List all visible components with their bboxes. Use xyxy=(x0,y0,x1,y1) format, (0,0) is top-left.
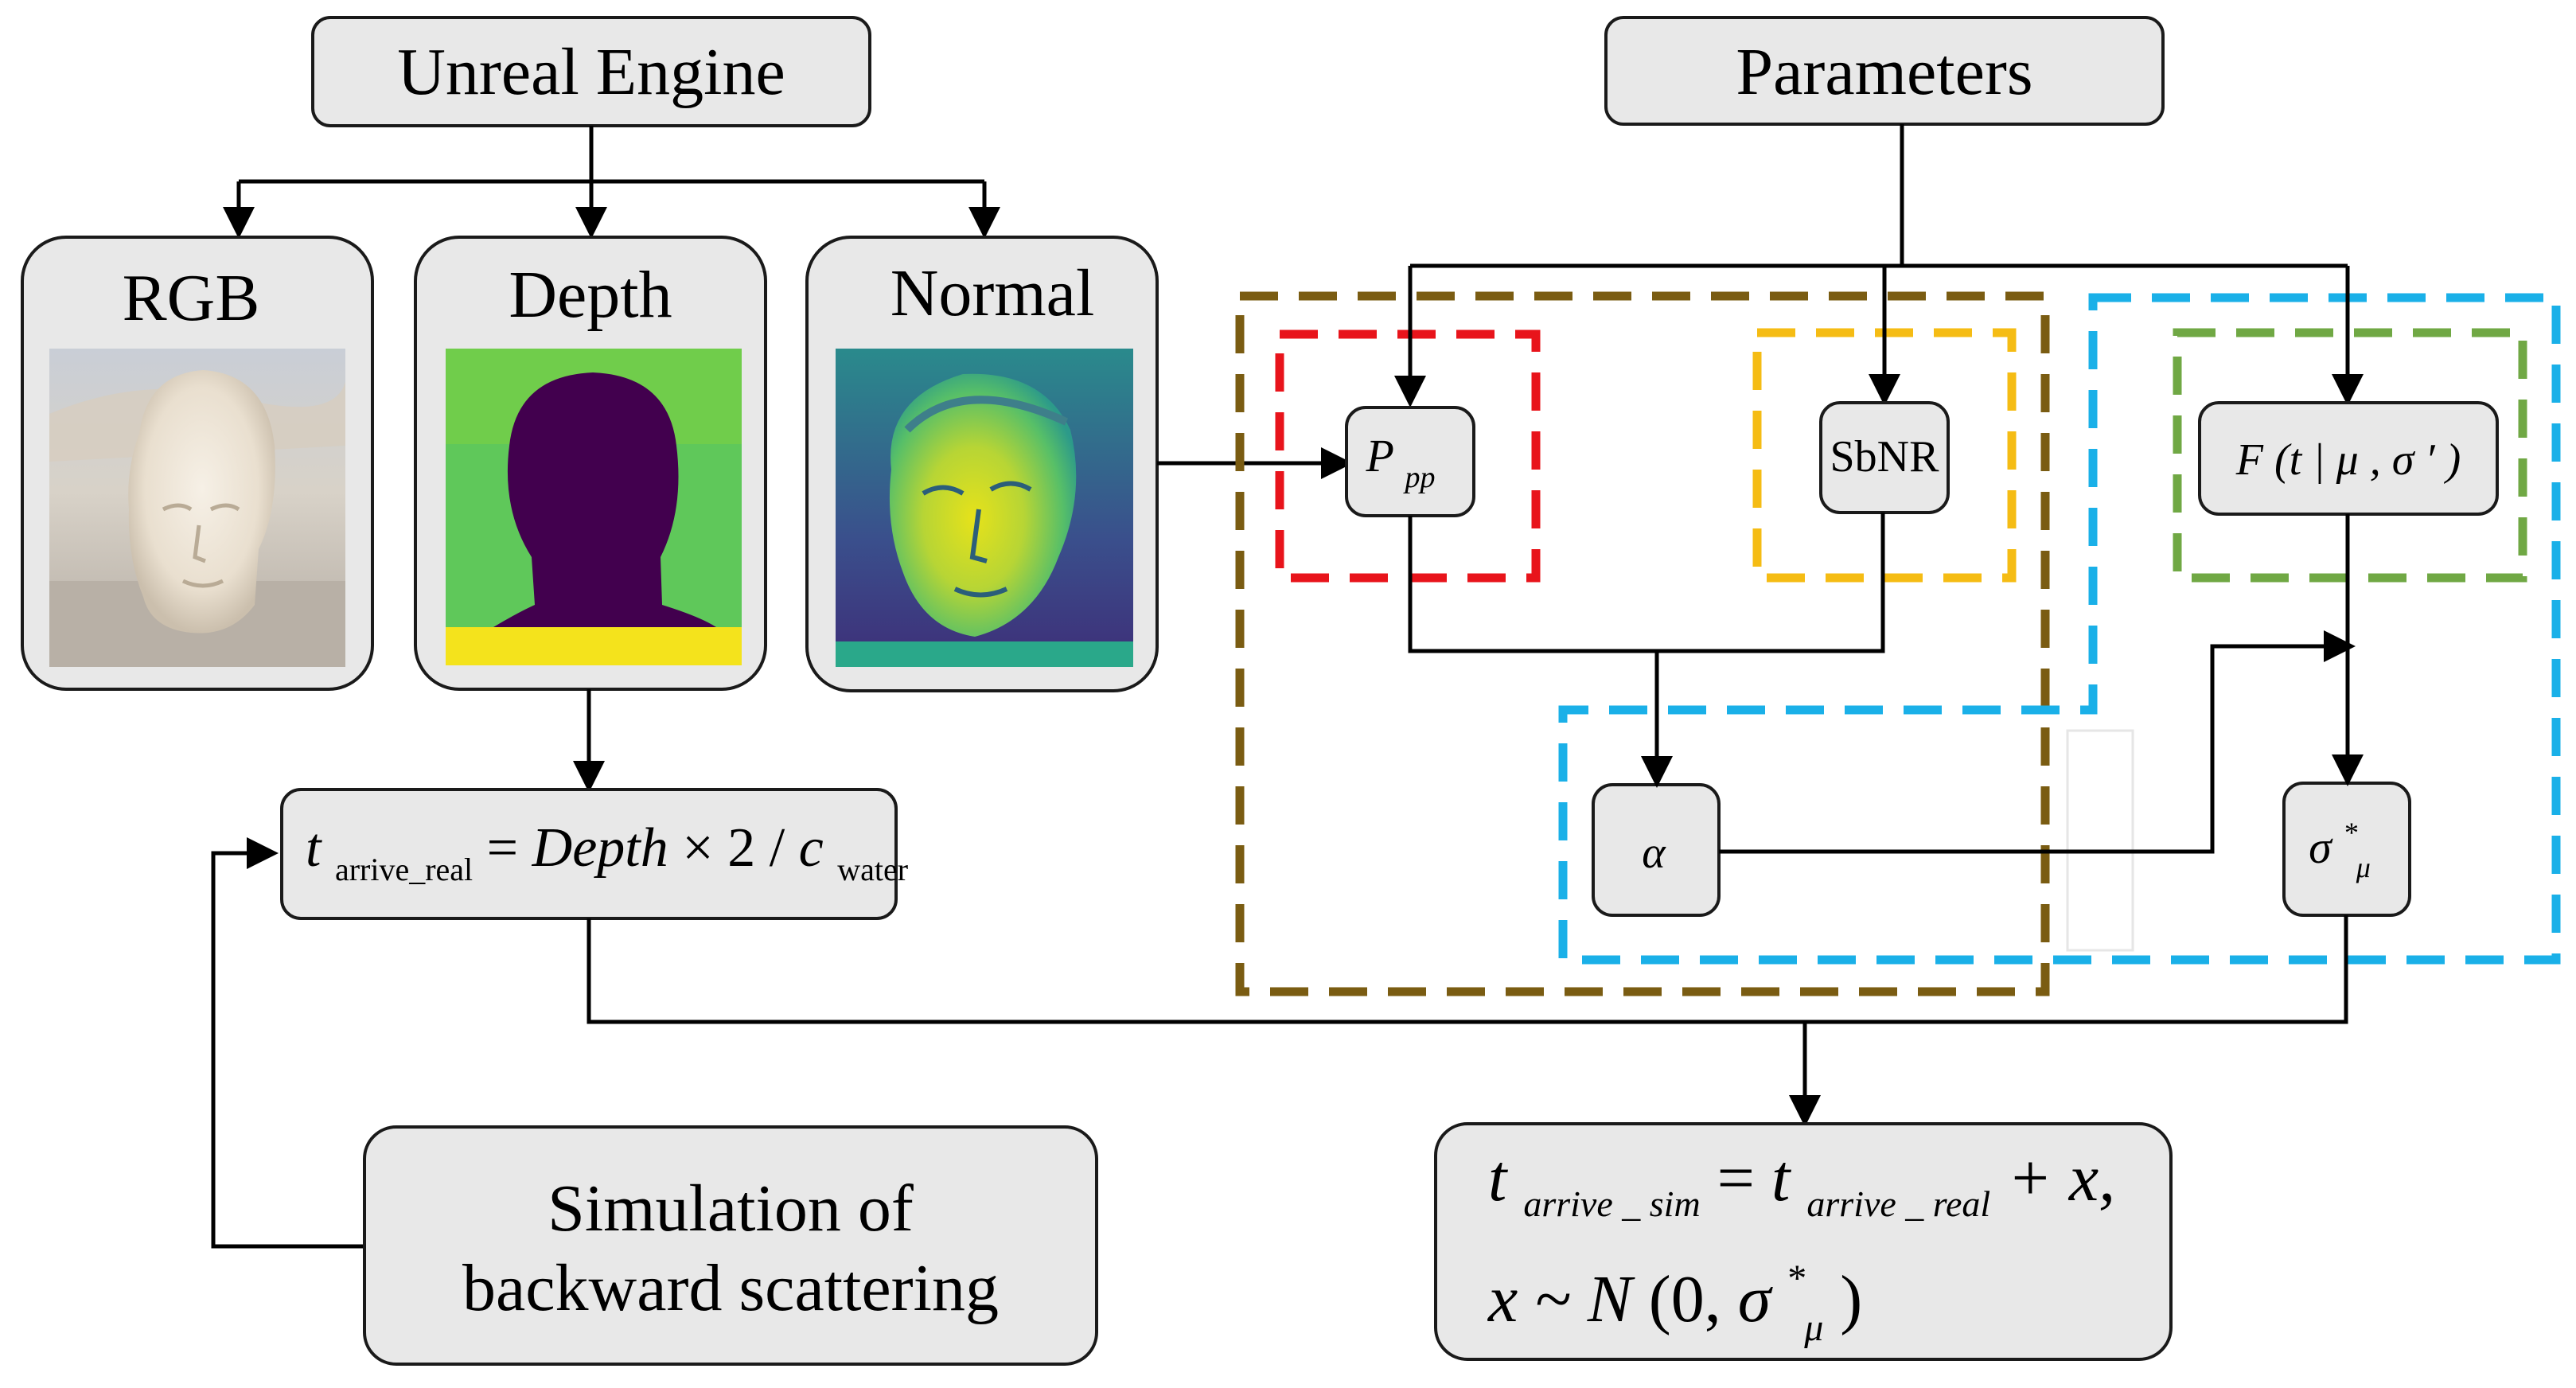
tsim-t1: t xyxy=(1488,1141,1509,1215)
depth-label: Depth xyxy=(509,258,672,332)
simulation-line2: backward scattering xyxy=(462,1251,999,1325)
tsim-eq: = xyxy=(1717,1141,1771,1215)
tsim2-sub: μ xyxy=(1803,1307,1823,1349)
ppp-node: P pp xyxy=(1345,406,1475,517)
treal-rhs-d: c xyxy=(799,817,824,879)
ppp-main: P xyxy=(1366,430,1393,482)
sigma-sub: μ xyxy=(2356,852,2371,883)
svg-text:t arrive_real =: t arrive_real = Depth × 2 / c water xyxy=(306,817,908,893)
unreal-branch-arrows xyxy=(223,126,1000,239)
rgb-label: RGB xyxy=(123,261,260,335)
rgb-panel: RGB xyxy=(21,236,374,691)
merge-arrows xyxy=(587,915,2348,1127)
simulation-box: Simulation of backward scattering xyxy=(363,1125,1098,1366)
t-sim-equation-box: t arrive _ sim = t arrive _ real + x, x … xyxy=(1434,1122,2173,1361)
feedback-arrow xyxy=(211,837,364,1249)
t-real-equation-box: t arrive_real = Depth × 2 / c water xyxy=(280,788,908,920)
parameters-box: Parameters xyxy=(1604,16,2165,126)
rgb-render-image xyxy=(49,349,345,667)
treal-rhs-a: = xyxy=(487,817,532,879)
flow-arrows xyxy=(1408,513,2364,854)
treal-t: t xyxy=(306,817,322,879)
depth-map-image xyxy=(446,349,742,665)
parameters-label: Parameters xyxy=(1736,35,2032,109)
ppp-sub: pp xyxy=(1402,461,1435,494)
sigma-main: σ xyxy=(2309,821,2333,873)
normal-map-image xyxy=(836,349,1133,667)
tsim-sub1: arrive _ sim xyxy=(1523,1183,1700,1224)
tsim2-d: σ xyxy=(1738,1262,1774,1336)
tsim2-sup: * xyxy=(1787,1257,1806,1300)
normal-panel: Normal xyxy=(805,236,1159,692)
depth-panel: Depth xyxy=(414,236,767,691)
simulation-line1: Simulation of xyxy=(548,1172,914,1246)
svg-text:t arrive _ sim =: t arrive _ sim = t arrive _ real + x, xyxy=(1488,1141,2115,1231)
tsim2-b: N xyxy=(1587,1262,1635,1336)
tsim-sub2: arrive _ real xyxy=(1806,1183,1990,1224)
red-group xyxy=(1275,329,1541,583)
svg-text:x ~ N (0, σ: x ~ N (0, σ * μ ) xyxy=(1487,1232,1862,1355)
sbnr-label: SbNR xyxy=(1830,432,1940,482)
sigma-sup: * xyxy=(2343,817,2357,848)
unreal-engine-label: Unreal Engine xyxy=(397,35,785,109)
blue-group xyxy=(1558,293,2561,965)
parameter-arrows xyxy=(1394,124,2364,407)
sigma-node: σ * μ xyxy=(2282,782,2411,917)
f-distribution-label: F (t | μ , σ ′ ) xyxy=(2235,435,2461,485)
alpha-label: α xyxy=(1642,829,1666,878)
tsim-t2: t xyxy=(1771,1141,1792,1215)
brown-group xyxy=(1235,291,2050,996)
treal-rhs-sub: water xyxy=(837,852,908,887)
normal-label: Normal xyxy=(890,256,1095,330)
tsim2-e: ) xyxy=(1840,1262,1862,1336)
alpha-node: α xyxy=(1592,783,1721,917)
treal-rhs-b: Depth xyxy=(532,817,668,879)
treal-sub: arrive_real xyxy=(335,852,473,887)
sbnr-node: SbNR xyxy=(1819,401,1950,514)
treal-rhs-c: × 2 / xyxy=(682,817,798,879)
tsim2-a: x ~ xyxy=(1487,1262,1588,1336)
svg-text:σ * μ: σ * μ xyxy=(2309,801,2371,883)
tsim-tail: + x, xyxy=(2007,1141,2115,1215)
svg-text:P pp: P pp xyxy=(1366,430,1436,494)
f-distribution-node: F (t | μ , σ ′ ) xyxy=(2198,401,2499,516)
tsim2-c: (0, xyxy=(1649,1262,1721,1336)
unreal-engine-box: Unreal Engine xyxy=(311,16,871,127)
